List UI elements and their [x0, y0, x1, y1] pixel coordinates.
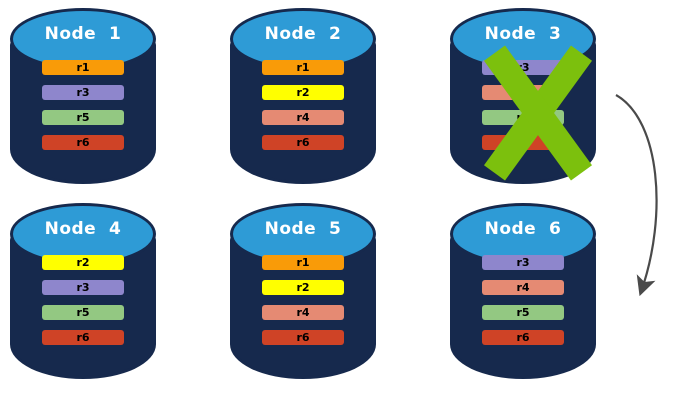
- record-bar[interactable]: r3: [42, 280, 124, 295]
- database-node-2[interactable]: Node 2 r1 r2 r4 r6: [230, 8, 376, 184]
- cylinder-top-icon: [230, 8, 376, 70]
- record-bar[interactable]: r4: [262, 110, 344, 125]
- record-bar[interactable]: r4: [482, 85, 564, 100]
- record-bar[interactable]: r1: [42, 60, 124, 75]
- cylinder-top-icon: [450, 203, 596, 265]
- cylinder-top-icon: [10, 203, 156, 265]
- node-label: Node 1: [44, 24, 122, 44]
- record-bar-list: r1 r2 r4 r6: [262, 60, 344, 150]
- record-bar[interactable]: r2: [42, 255, 124, 270]
- record-bar[interactable]: r6: [482, 330, 564, 345]
- node-label: Node 4: [44, 219, 122, 239]
- record-bar-list: r2 r3 r5 r6: [42, 255, 124, 345]
- record-bar[interactable]: r6: [262, 135, 344, 150]
- node-label: Node 2: [264, 24, 342, 44]
- record-bar[interactable]: r1: [262, 255, 344, 270]
- record-bar[interactable]: r5: [42, 305, 124, 320]
- node-label: Node 5: [264, 219, 342, 239]
- record-bar[interactable]: r3: [482, 255, 564, 270]
- record-bar[interactable]: r5: [482, 305, 564, 320]
- record-bar[interactable]: r4: [262, 305, 344, 320]
- record-bar-list: r1 r2 r4 r6: [262, 255, 344, 345]
- record-bar[interactable]: r1: [262, 60, 344, 75]
- record-bar[interactable]: r5: [482, 110, 564, 125]
- record-bar[interactable]: r6: [42, 135, 124, 150]
- record-bar[interactable]: r6: [482, 135, 564, 150]
- record-bar[interactable]: r3: [482, 60, 564, 75]
- database-node-4[interactable]: Node 4 r2 r3 r5 r6: [10, 203, 156, 379]
- database-node-5[interactable]: Node 5 r1 r2 r4 r6: [230, 203, 376, 379]
- database-node-3[interactable]: Node 3 r3 r4 r5 r6: [450, 8, 596, 184]
- node-label: Node 6: [484, 219, 562, 239]
- record-bar[interactable]: r4: [482, 280, 564, 295]
- database-node-1[interactable]: Node 1 r1 r3 r5 r6: [10, 8, 156, 184]
- record-bar[interactable]: r2: [262, 85, 344, 100]
- record-bar-list: r3 r4 r5 r6: [482, 255, 564, 345]
- failover-arrow-path: [615, 94, 658, 297]
- record-bar[interactable]: r3: [42, 85, 124, 100]
- record-bar-list: r3 r4 r5 r6: [482, 60, 564, 150]
- record-bar[interactable]: r5: [42, 110, 124, 125]
- record-bar[interactable]: r2: [262, 280, 344, 295]
- record-bar-list: r1 r3 r5 r6: [42, 60, 124, 150]
- record-bar[interactable]: r6: [262, 330, 344, 345]
- database-node-6[interactable]: Node 6 r3 r4 r5 r6: [450, 203, 596, 379]
- node-label: Node 3: [484, 24, 562, 44]
- record-bar[interactable]: r6: [42, 330, 124, 345]
